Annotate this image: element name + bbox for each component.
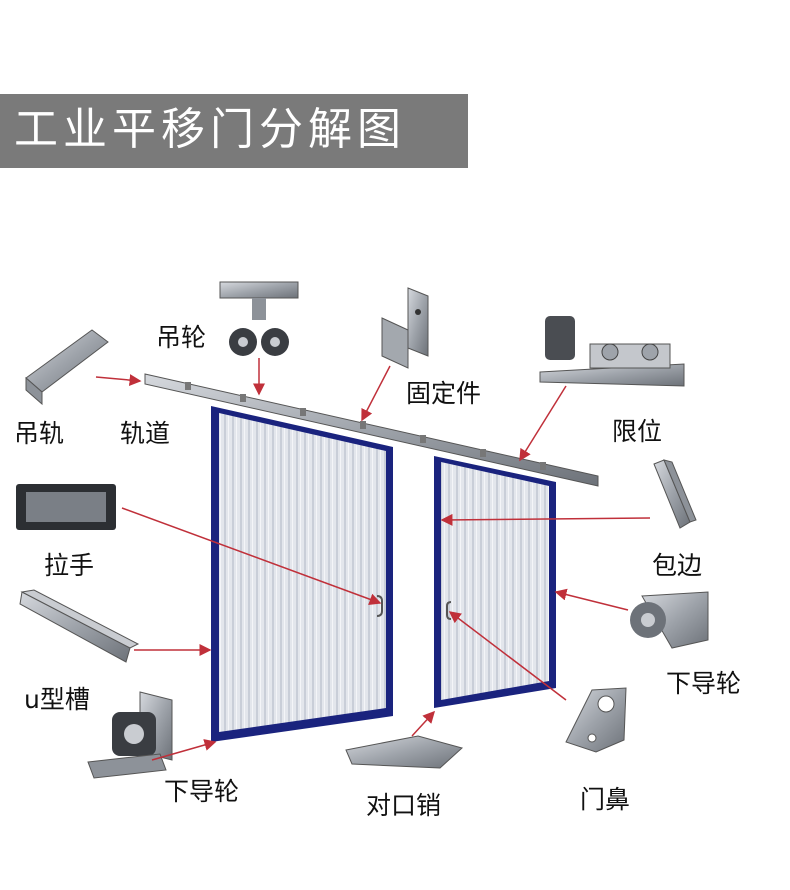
label-u-channel: u型槽 <box>24 685 90 714</box>
bottom-guide-right-icon <box>630 591 709 649</box>
label-door-bolt: 对口销 <box>366 791 442 820</box>
u-channel-icon <box>19 589 140 663</box>
label-track: 轨道 <box>120 419 171 448</box>
left-door-panel <box>211 406 393 742</box>
limiter-icon <box>539 316 685 387</box>
label-limiter: 限位 <box>612 417 663 446</box>
bottom-guide-left-icon <box>87 691 173 779</box>
fixing-part-icon <box>381 287 429 369</box>
label-bottom-guide-left: 下导轮 <box>164 777 240 806</box>
label-hanging-rail: 吊轨 <box>14 419 65 448</box>
label-door-latch: 门鼻 <box>580 785 631 814</box>
edge-trim-icon <box>653 459 697 529</box>
door-bolt-icon <box>345 735 464 769</box>
label-edge-trim: 包边 <box>652 551 703 580</box>
door-latch-icon <box>565 687 627 753</box>
hanging-wheel-icon <box>219 281 299 356</box>
pointer-lines <box>95 358 651 761</box>
hanging-rail-icon <box>25 329 109 406</box>
page-title: 工业平移门分解图 <box>14 104 406 155</box>
title-banner: 工业平移门分解图 <box>0 94 468 168</box>
track-rail <box>144 373 599 487</box>
right-door-panel <box>434 456 556 708</box>
label-fixing-part: 固定件 <box>406 379 482 408</box>
label-hanging-wheel: 吊轮 <box>156 323 207 352</box>
label-bottom-guide-right: 下导轮 <box>666 669 742 698</box>
handle-icon <box>16 484 116 530</box>
label-handle: 拉手 <box>44 551 95 580</box>
